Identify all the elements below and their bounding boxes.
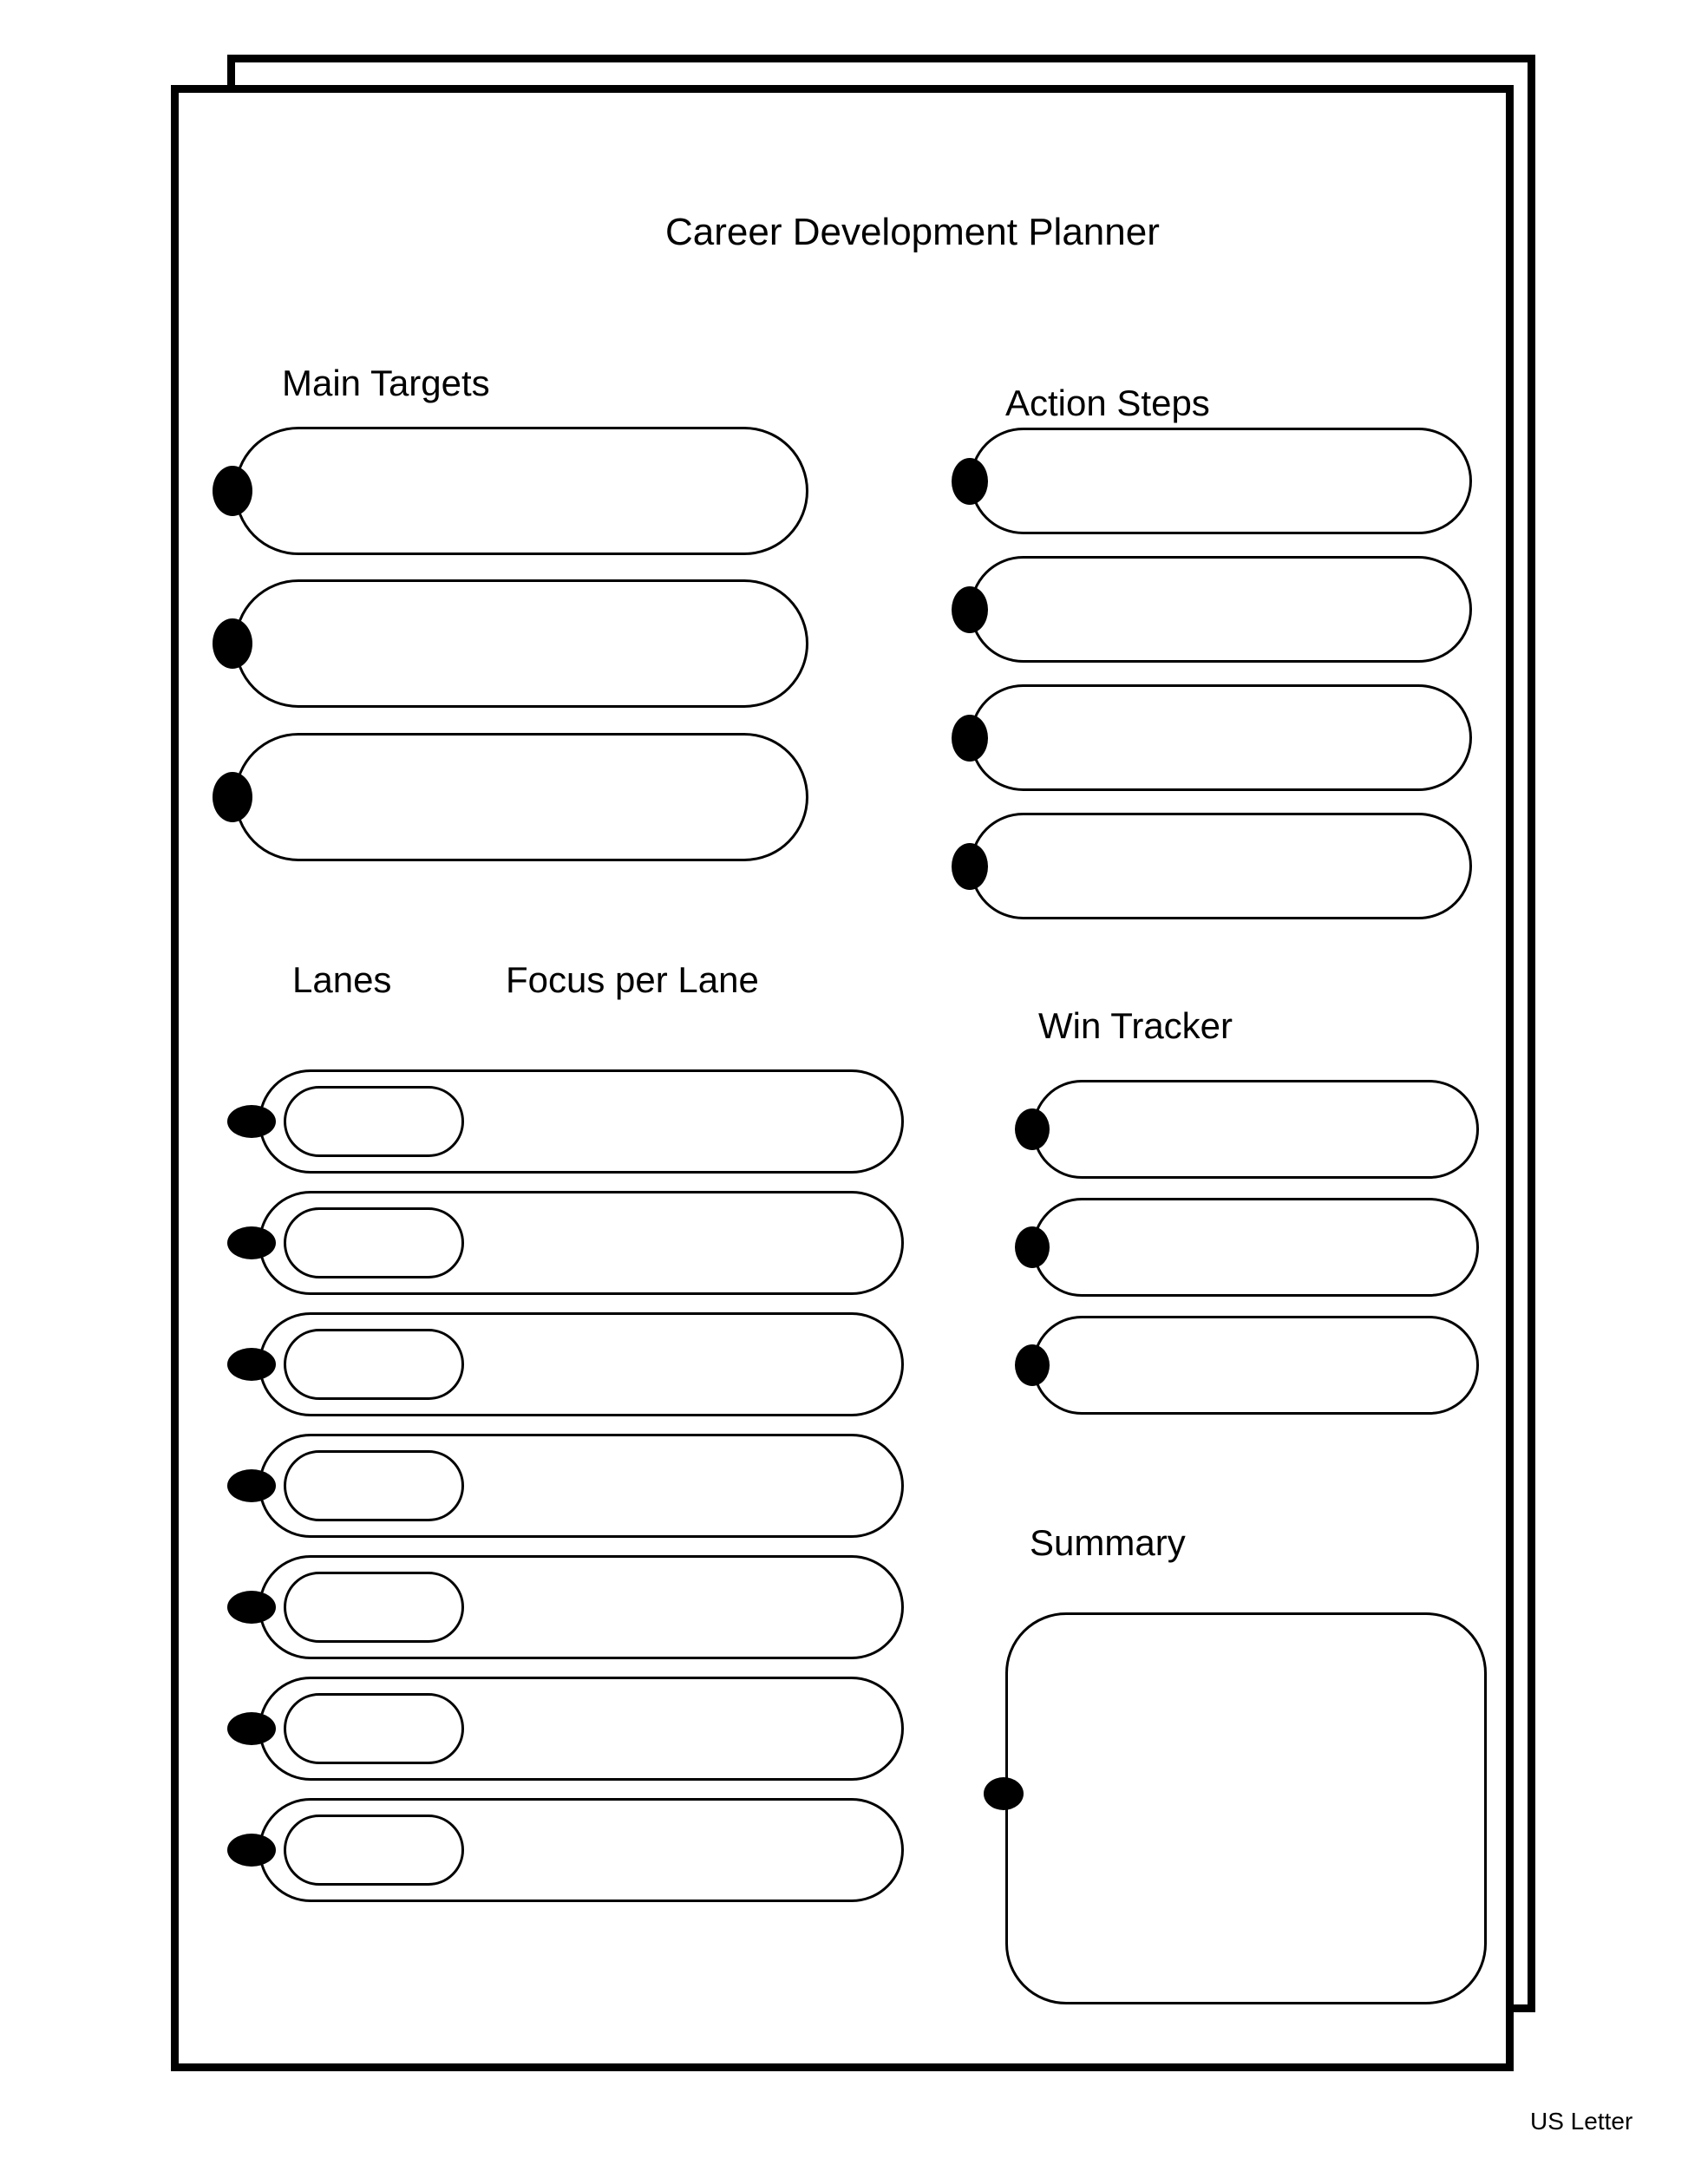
bullet-dot-icon — [952, 715, 988, 762]
bullet-dot-icon — [213, 772, 252, 822]
bullet-dot-icon — [227, 1105, 276, 1138]
bullet-dot-icon — [1015, 1344, 1050, 1386]
main-targets-heading: Main Targets — [282, 363, 490, 403]
action-step-field[interactable] — [970, 813, 1472, 919]
main-target-field[interactable] — [234, 733, 808, 861]
main-target-field[interactable] — [234, 427, 808, 555]
lane-label-field[interactable] — [284, 1329, 464, 1400]
win-tracker-field[interactable] — [1032, 1198, 1479, 1297]
action-step-field[interactable] — [970, 556, 1472, 663]
win-tracker-field[interactable] — [1032, 1316, 1479, 1415]
bullet-dot-icon — [1015, 1226, 1050, 1268]
bullet-dot-icon — [984, 1777, 1024, 1810]
bullet-dot-icon — [952, 458, 988, 505]
lane-label-field[interactable] — [284, 1693, 464, 1764]
action-steps-heading: Action Steps — [1005, 383, 1210, 423]
bullet-dot-icon — [227, 1712, 276, 1745]
lane-label-field[interactable] — [284, 1572, 464, 1643]
paper-size-label: US Letter — [1530, 2108, 1633, 2135]
bullet-dot-icon — [227, 1591, 276, 1624]
lane-label-field[interactable] — [284, 1450, 464, 1521]
page-title: Career Development Planner — [665, 211, 1160, 253]
bullet-dot-icon — [1015, 1108, 1050, 1150]
bullet-dot-icon — [213, 618, 252, 669]
lanes-heading: Lanes — [292, 959, 392, 1000]
main-target-field[interactable] — [234, 579, 808, 708]
summary-field[interactable] — [1005, 1612, 1487, 2004]
action-step-field[interactable] — [970, 684, 1472, 791]
summary-heading: Summary — [1030, 1522, 1186, 1563]
bullet-dot-icon — [952, 586, 988, 633]
bullet-dot-icon — [213, 466, 252, 516]
bullet-dot-icon — [227, 1226, 276, 1259]
bullet-dot-icon — [227, 1834, 276, 1867]
win-tracker-heading: Win Tracker — [1038, 1005, 1233, 1046]
lane-label-field[interactable] — [284, 1815, 464, 1886]
focus-per-lane-heading: Focus per Lane — [506, 959, 759, 1000]
bullet-dot-icon — [952, 843, 988, 890]
lane-label-field[interactable] — [284, 1207, 464, 1278]
bullet-dot-icon — [227, 1348, 276, 1381]
action-step-field[interactable] — [970, 428, 1472, 534]
win-tracker-field[interactable] — [1032, 1080, 1479, 1179]
lane-label-field[interactable] — [284, 1086, 464, 1157]
bullet-dot-icon — [227, 1469, 276, 1502]
